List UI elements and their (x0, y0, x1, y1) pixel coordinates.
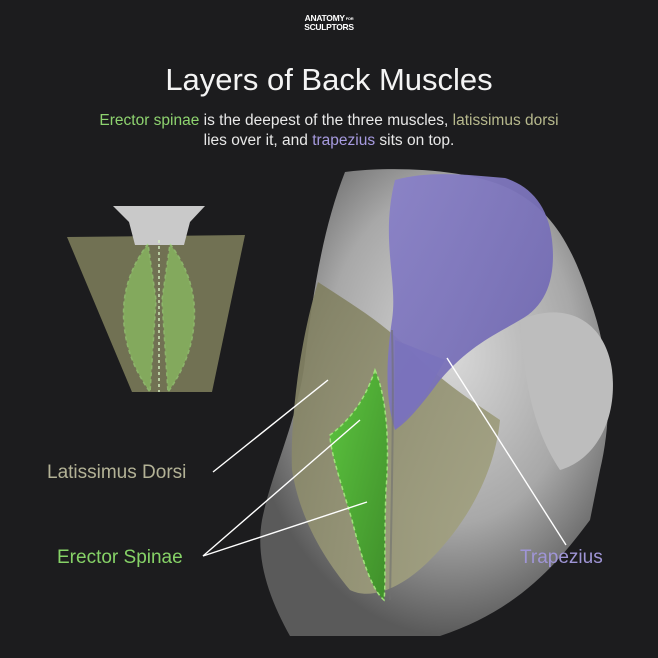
subtitle-erector: Erector spinae (99, 112, 200, 129)
erector-spinae-muscle (329, 367, 389, 602)
brand-line1: ANATOMY (304, 13, 345, 23)
brand-line1-small: FOR (345, 16, 354, 21)
spine-groove (389, 329, 394, 601)
diagram-erector-left (122, 242, 157, 395)
subtitle-part1: is the deepest of the three muscles, (199, 112, 453, 129)
diagram-back-plate (67, 235, 245, 392)
label-trapezius: Trapezius (520, 547, 603, 568)
leader-erector-lower (202, 501, 368, 557)
deltoid-right (520, 312, 613, 470)
leader-latissimus (212, 379, 329, 473)
diagram-neck-shape (113, 206, 205, 245)
brand-line2: SCULPTORS (304, 22, 354, 32)
latissimus-muscle (291, 282, 500, 594)
subtitle-part3: sits on top. (375, 132, 455, 149)
page-title: Layers of Back Muscles (165, 62, 493, 97)
label-erector-spinae: Erector Spinae (57, 547, 183, 568)
torso-figure (260, 169, 613, 636)
label-latissimus-dorsi: Latissimus Dorsi (47, 462, 187, 483)
subtitle-trapezius: trapezius (312, 132, 376, 149)
trapezius-lower (395, 340, 445, 430)
diagram-erector-right (161, 242, 196, 395)
leader-erector-upper (202, 419, 361, 557)
brand-logo: ANATOMYFOR SCULPTORS (0, 14, 658, 32)
subtitle-latissimus: latissimus dorsi (452, 112, 559, 129)
leader-lines (202, 357, 567, 557)
spine-diagram (67, 206, 245, 395)
leader-trapezius (446, 357, 567, 546)
subtitle: Erector spinae is the deepest of the thr… (60, 111, 598, 151)
subtitle-part2: lies over it, and (203, 132, 313, 149)
